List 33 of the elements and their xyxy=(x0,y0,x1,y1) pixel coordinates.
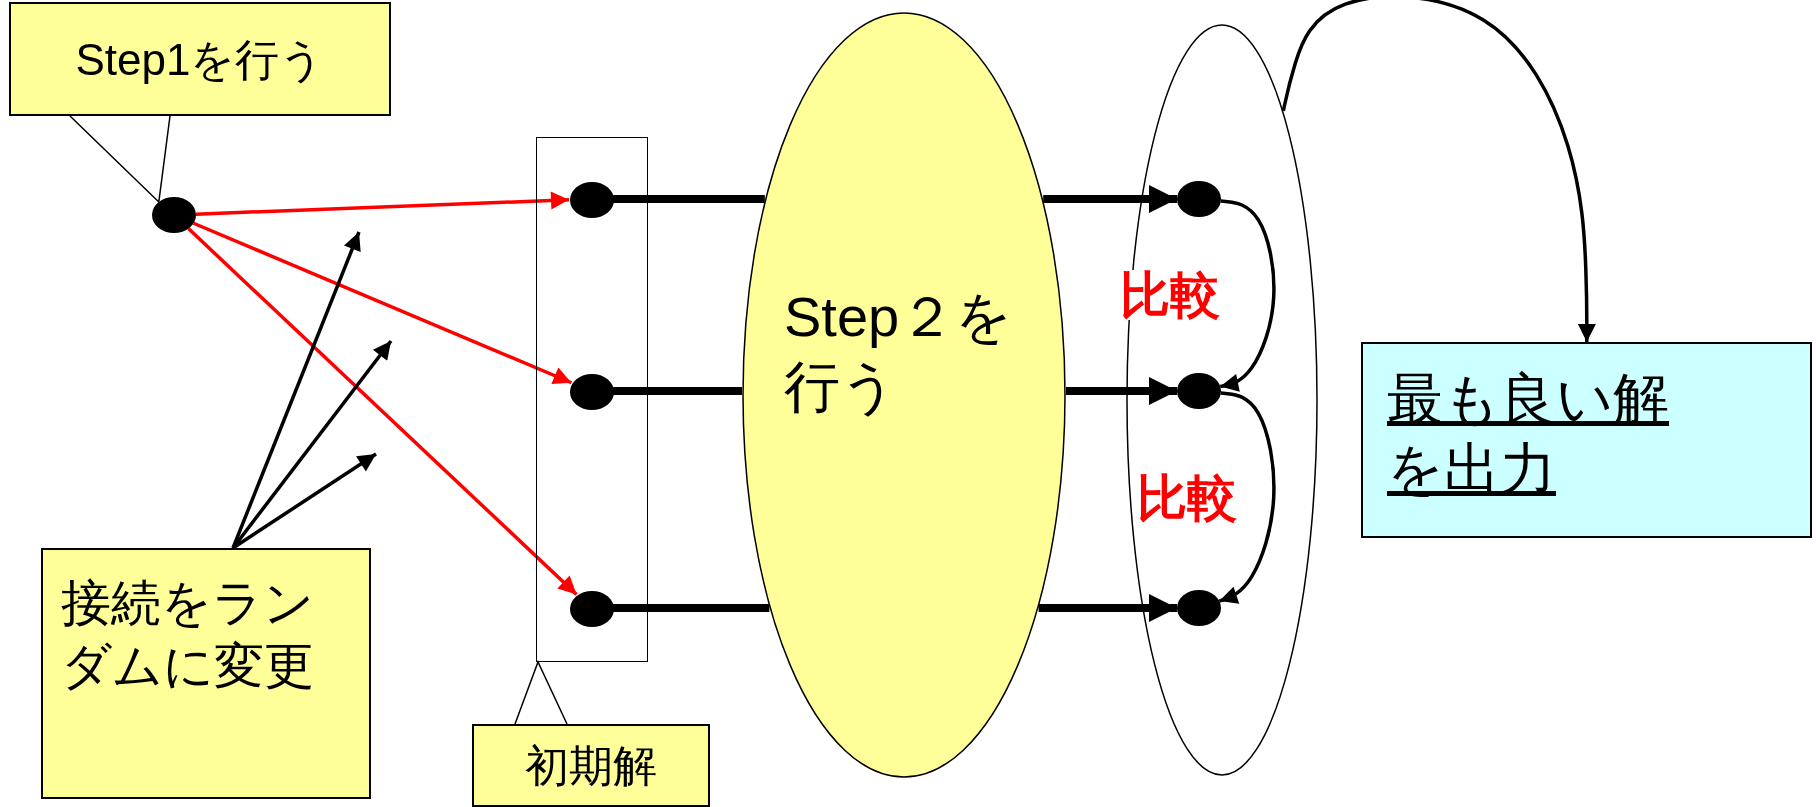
arrow xyxy=(1218,391,1276,604)
callout-text: 初期解 xyxy=(525,740,657,792)
result-text: 最も良い解を出力 xyxy=(1387,366,1670,502)
callout-text: Step1を行う xyxy=(75,33,325,86)
arrow xyxy=(231,231,361,549)
callout-text: 接続をランダムに変更 xyxy=(61,574,315,696)
callout-box xyxy=(472,724,710,807)
dot xyxy=(570,182,614,218)
callout-box xyxy=(9,2,391,116)
callout-box xyxy=(41,548,371,799)
dot xyxy=(1177,373,1221,409)
connector-line xyxy=(613,387,742,395)
arrow xyxy=(1038,594,1177,622)
arrow xyxy=(231,339,393,550)
arrow xyxy=(1281,0,1596,342)
process-ellipse xyxy=(742,12,1066,778)
arrow xyxy=(192,221,573,385)
arrow xyxy=(1219,199,1276,392)
solution-frame xyxy=(536,137,648,662)
process-text: Step２を行う xyxy=(784,284,1014,420)
dot xyxy=(152,197,196,233)
arrow xyxy=(1066,377,1177,405)
connector-line xyxy=(613,195,765,203)
arrow xyxy=(232,452,377,550)
dot xyxy=(570,591,614,627)
arrow xyxy=(1043,185,1177,213)
dot xyxy=(1177,181,1221,217)
result-box xyxy=(1361,342,1812,538)
arrow xyxy=(187,227,578,596)
arrow xyxy=(195,191,570,216)
connector-line xyxy=(613,604,770,612)
dot xyxy=(570,374,614,410)
dot xyxy=(1177,590,1221,626)
